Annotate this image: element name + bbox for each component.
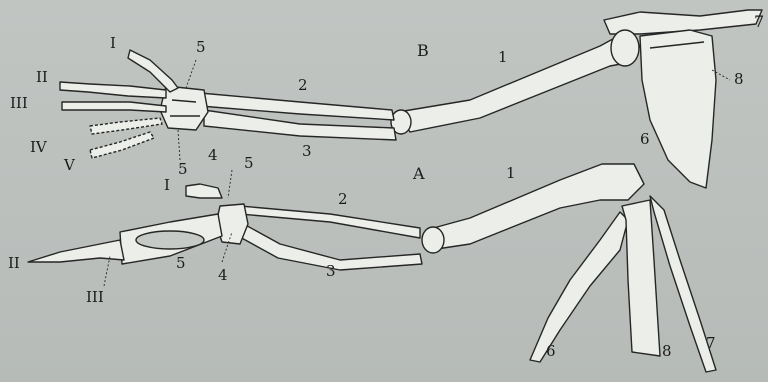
b-humerus [398, 34, 640, 132]
b-digit-4 [90, 118, 162, 134]
b-carpal-label: 4 [208, 148, 218, 163]
b-clavicle-label: 7 [754, 14, 764, 30]
a-carpal-label: 4 [218, 268, 228, 283]
panel-b-label: B [417, 43, 429, 59]
b-digit-1 [128, 50, 178, 92]
b-metacarpal-lower-label: 5 [178, 162, 188, 177]
a-clavicle-label: 7 [706, 336, 716, 351]
a-digit-1 [186, 184, 222, 198]
a-radius [240, 206, 420, 238]
b-digit-5 [90, 132, 154, 158]
b-digit-3 [62, 102, 166, 112]
a-coracoid-label: 8 [662, 344, 672, 359]
b-metacarpal-label: 5 [196, 40, 206, 55]
a-humerus-label: 1 [506, 166, 516, 181]
b-coracoid-label: 8 [734, 72, 744, 87]
b-humerus-label: 1 [498, 50, 508, 65]
a-coracoid [622, 200, 660, 356]
a-scapula-label: 6 [546, 344, 556, 359]
a-ulna-label: 3 [326, 264, 336, 279]
a-digit-2 [28, 240, 124, 262]
b-digit-4-label: IV [30, 140, 47, 155]
b-scapula-label: 6 [640, 132, 650, 147]
a-radius-label: 2 [338, 192, 348, 207]
a-elbow [422, 227, 444, 253]
b-digit-2-label: II [36, 70, 48, 85]
b-digit-2 [60, 82, 166, 98]
a-digit-1-label: I [164, 178, 170, 193]
a-scapula [530, 212, 628, 362]
a-digit-2-label: II [8, 256, 20, 271]
panel-a-label: A [413, 166, 425, 182]
b-ulna-label: 3 [302, 144, 312, 159]
a-metacarpal-top-label: 5 [244, 156, 254, 171]
b-digit-1-label: I [110, 36, 116, 51]
a-metacarpal-low-label: 5 [176, 256, 186, 271]
b-carpals [160, 86, 208, 130]
b-scapula [640, 30, 716, 188]
b-digit-3-label: III [10, 96, 28, 111]
b-digit-5-label: V [64, 158, 75, 173]
b-radius-label: 2 [298, 78, 308, 93]
a-digit-3-label: III [86, 290, 104, 305]
